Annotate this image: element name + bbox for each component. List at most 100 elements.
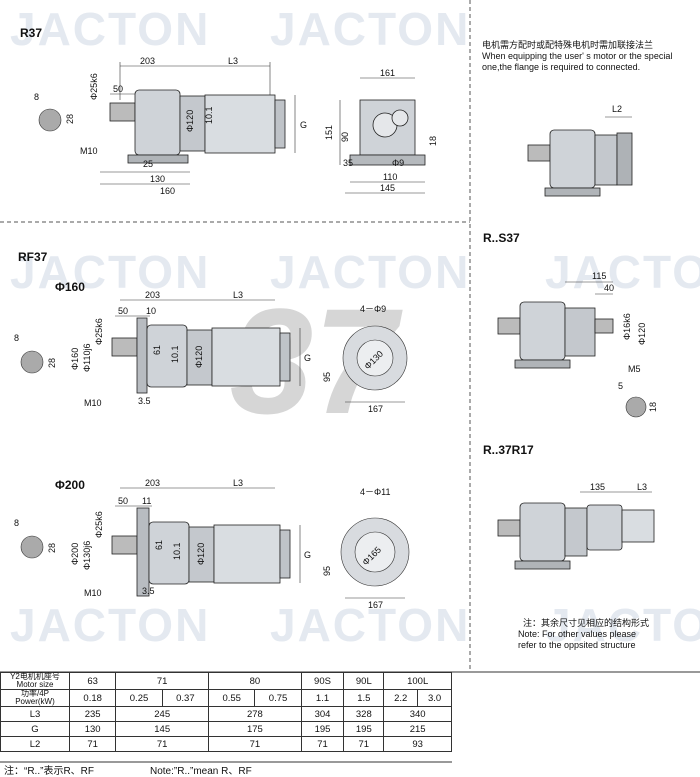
svg-text:G: G	[304, 353, 311, 363]
svg-text:L3: L3	[233, 290, 243, 300]
svg-text:5: 5	[618, 381, 623, 391]
power-cell: 3.0	[417, 689, 452, 707]
svg-text:M10: M10	[84, 588, 102, 598]
watermark: JACTON	[10, 246, 211, 298]
svg-text:4－Φ9: 4－Φ9	[360, 304, 386, 314]
power-cell: 2.2	[383, 689, 419, 707]
svg-text:18: 18	[428, 136, 438, 146]
svg-text:167: 167	[368, 404, 383, 414]
svg-text:G: G	[304, 550, 311, 560]
svg-text:Φ120: Φ120	[196, 543, 206, 565]
svg-text:203: 203	[145, 290, 160, 300]
svg-text:L2: L2	[612, 104, 622, 114]
section-title-phi200: Φ200	[55, 478, 85, 492]
svg-text:130: 130	[150, 174, 165, 184]
svg-text:145: 145	[380, 183, 395, 193]
svg-text:50: 50	[118, 496, 128, 506]
svg-text:28: 28	[47, 358, 57, 368]
svg-text:M10: M10	[80, 146, 98, 156]
table-row: L2 71 71 71 71 71 93	[0, 736, 452, 752]
svg-text:151: 151	[324, 125, 334, 140]
svg-text:28: 28	[47, 543, 57, 553]
svg-text:3.5: 3.5	[142, 586, 155, 596]
size-cell: 100L	[383, 672, 452, 690]
svg-text:10.1: 10.1	[204, 106, 214, 124]
power-cell: 0.37	[161, 689, 210, 707]
svg-text:115: 115	[592, 271, 606, 281]
svg-text:35: 35	[343, 158, 353, 168]
size-cell: 90L	[343, 672, 385, 690]
svg-text:Φ200: Φ200	[70, 543, 80, 565]
watermark: JACTON	[545, 246, 700, 298]
svg-text:M5: M5	[628, 364, 641, 374]
motor-note-en1: When equipping the user' s motor or the …	[482, 51, 673, 61]
size-cell: 80	[208, 672, 302, 690]
footer-note-en: Note:”R..”mean R、RF	[150, 766, 252, 777]
section-title-r37: R37	[20, 26, 43, 40]
other-note-cn: 注：其余尺寸见相应的结构形式	[523, 618, 650, 628]
svg-text:61: 61	[152, 345, 162, 355]
motor-note-en2: one,the flange is required to connected.	[482, 62, 641, 72]
power-cell: 0.55	[208, 689, 256, 707]
svg-text:3.5: 3.5	[138, 396, 151, 406]
svg-text:M10: M10	[84, 398, 102, 408]
svg-text:135: 135	[590, 482, 605, 492]
svg-text:167: 167	[368, 600, 383, 610]
motor-note-cn: 电机需方配时或配特殊电机时需加联接法兰	[482, 40, 654, 50]
svg-text:95: 95	[322, 372, 332, 382]
footer-note-cn: 注：“R..”表示R、RF	[4, 766, 94, 777]
svg-text:G: G	[300, 120, 307, 130]
table-row: G 130 145 175 195 195 215	[0, 721, 452, 737]
watermark: JACTON	[270, 599, 471, 651]
svg-text:Φ120: Φ120	[637, 323, 647, 345]
svg-text:Φ25k6: Φ25k6	[94, 318, 104, 345]
section-title-r37r17: R..37R17	[483, 443, 534, 457]
svg-text:18: 18	[648, 402, 658, 412]
svg-text:11: 11	[142, 496, 151, 506]
svg-text:Φ9: Φ9	[392, 158, 404, 168]
svg-text:95: 95	[322, 566, 332, 576]
svg-text:50: 50	[113, 84, 123, 94]
svg-text:8: 8	[14, 333, 19, 343]
power-cell: 0.75	[254, 689, 302, 707]
svg-text:Φ25k6: Φ25k6	[89, 73, 99, 100]
svg-text:50: 50	[118, 306, 128, 316]
size-cell: 63	[68, 672, 117, 690]
svg-text:8: 8	[14, 518, 19, 528]
svg-text:Φ110j6: Φ110j6	[82, 343, 92, 372]
section-title-rf37: RF37	[18, 250, 48, 264]
watermark: JACTON	[545, 599, 700, 651]
size-cell: 71	[115, 672, 210, 690]
svg-text:25: 25	[143, 159, 153, 169]
svg-text:Φ25k6: Φ25k6	[94, 511, 104, 538]
svg-text:L3: L3	[233, 478, 243, 488]
watermark: JACTON	[10, 3, 211, 55]
svg-text:160: 160	[160, 186, 175, 196]
svg-text:28: 28	[65, 114, 75, 124]
section-title-rs37: R..S37	[483, 231, 520, 245]
svg-text:Φ160: Φ160	[70, 348, 80, 370]
svg-text:Φ16k6: Φ16k6	[622, 313, 632, 340]
svg-text:L3: L3	[228, 56, 238, 66]
power-cell: 1.1	[300, 689, 345, 707]
svg-text:10: 10	[146, 306, 156, 316]
svg-text:203: 203	[145, 478, 160, 488]
svg-text:90: 90	[340, 132, 350, 142]
power-cell: 1.5	[343, 689, 385, 707]
svg-text:8: 8	[34, 92, 39, 102]
watermark: JACTON	[270, 3, 471, 55]
svg-text:10.1: 10.1	[172, 542, 182, 560]
power-cell: 0.18	[68, 689, 117, 707]
svg-text:40: 40	[604, 283, 614, 293]
other-note-en1: Note: For other values please	[518, 629, 637, 639]
size-cell: 90S	[300, 672, 345, 690]
svg-text:203: 203	[140, 56, 155, 66]
svg-text:L3: L3	[637, 482, 647, 492]
watermark: JACTON	[270, 246, 471, 298]
watermark: JACTON	[10, 599, 211, 651]
